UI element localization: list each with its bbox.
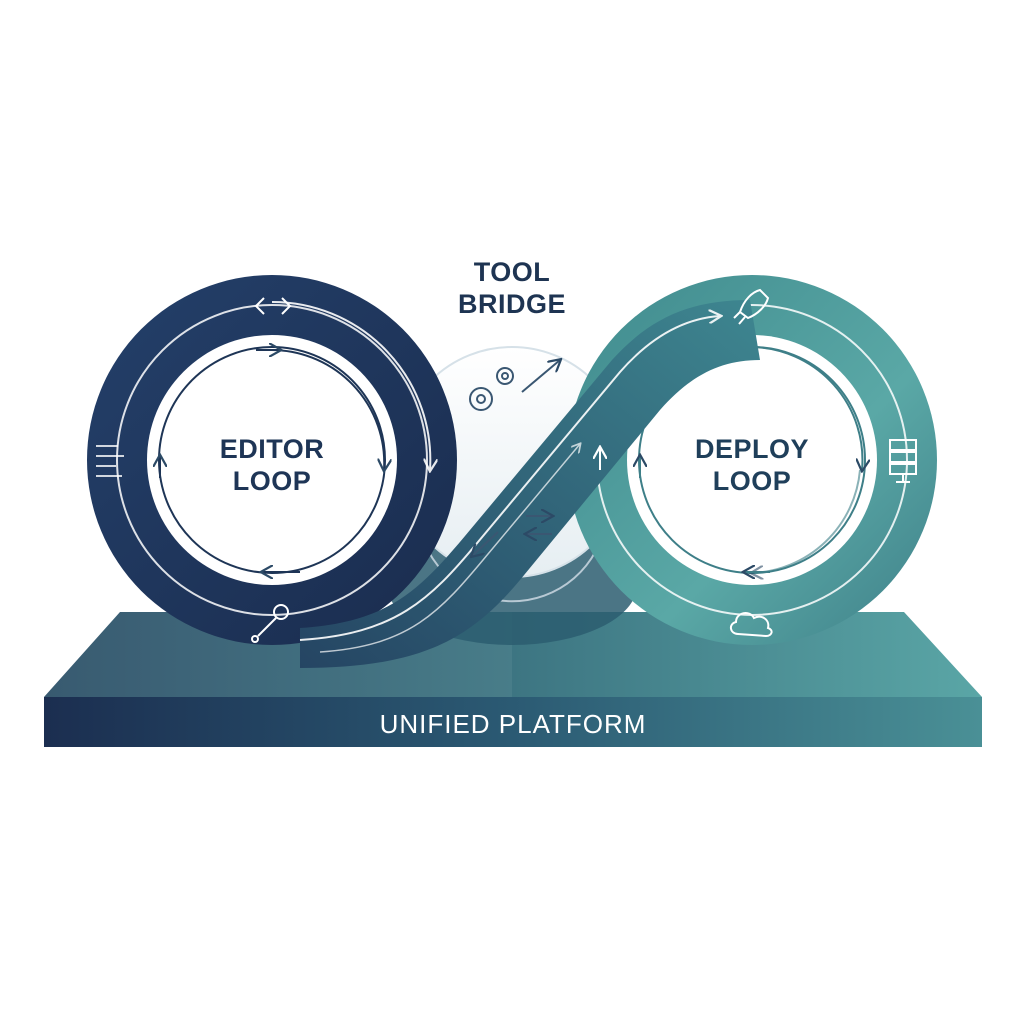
gears-icon — [469, 367, 514, 411]
server-icon — [889, 439, 917, 483]
tool-bridge-label: TOOL BRIDGE — [412, 256, 612, 320]
code-lines-icon — [96, 445, 124, 477]
tool-bridge-line-1: TOOL — [473, 257, 551, 287]
editor-loop-line-1: EDITOR — [219, 434, 325, 464]
wrench-icon — [251, 604, 289, 643]
deploy-loop-line-1: DEPLOY — [694, 434, 810, 464]
swap-arrows-icon — [526, 516, 552, 534]
editor-loop-ring — [87, 275, 457, 645]
platform-front — [44, 697, 982, 747]
unified-platform-label: UNIFIED PLATFORM — [379, 709, 647, 739]
arrow-up-right-icon — [521, 360, 560, 393]
code-brackets-icon — [254, 297, 292, 315]
rocket-icon — [733, 288, 770, 325]
arrow-down-left-icon — [472, 531, 499, 556]
deploy-loop-label: DEPLOY LOOP — [652, 433, 852, 497]
editor-loop-label: EDITOR LOOP — [172, 433, 372, 497]
editor-loop-line-2: LOOP — [232, 466, 312, 496]
tool-bridge-line-2: BRIDGE — [457, 289, 566, 319]
deploy-loop-line-2: LOOP — [712, 466, 792, 496]
cloud-icon — [730, 612, 773, 638]
